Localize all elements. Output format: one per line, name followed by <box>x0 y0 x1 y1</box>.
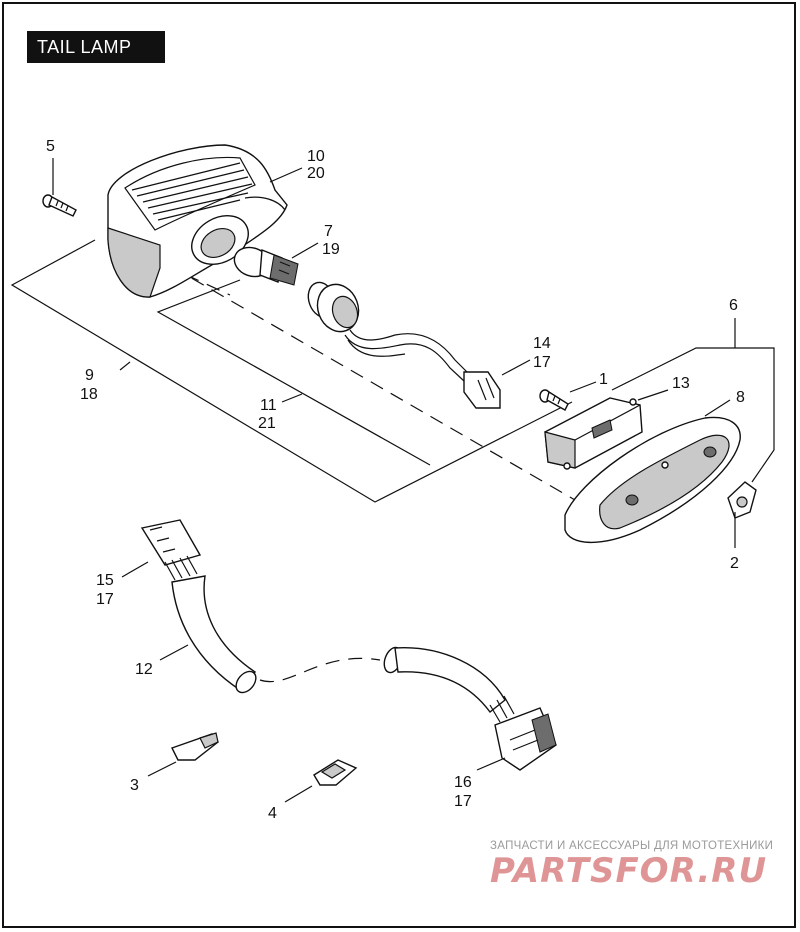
callout-19: 19 <box>322 241 340 258</box>
callout-15: 15 <box>96 572 114 589</box>
callout-2: 2 <box>730 555 739 572</box>
watermark-tagline: ЗАПЧАСТИ И АКСЕССУАРЫ ДЛЯ МОТОТЕХНИКИ <box>490 840 774 852</box>
screw-part-5 <box>42 194 77 217</box>
circuit-board-part-13 <box>544 397 643 470</box>
centerline <box>111 231 576 501</box>
callout-16: 16 <box>454 774 472 791</box>
callout-14-17: 17 <box>533 354 551 371</box>
callout-7: 7 <box>324 223 333 240</box>
nut-part-2 <box>727 481 757 519</box>
callout-14: 14 <box>533 335 551 352</box>
clip-part-4 <box>313 759 358 786</box>
group-bracket-9-18 <box>10 239 573 503</box>
lamp-housing-part-10 <box>107 144 288 298</box>
callout-1: 1 <box>599 371 608 388</box>
callout-21: 21 <box>258 415 276 432</box>
callout-10: 10 <box>307 148 325 165</box>
callout-9: 9 <box>85 367 94 384</box>
callout-6: 6 <box>729 297 738 314</box>
leader-lines <box>52 158 736 803</box>
lens-part-8 <box>564 416 741 544</box>
diagram-title-text: TAIL LAMP <box>37 36 132 57</box>
callout-15-17: 17 <box>96 591 114 608</box>
callout-20: 20 <box>307 165 325 182</box>
watermark-logo: PARTSFOR.RU <box>490 851 768 891</box>
callout-13: 13 <box>672 375 690 392</box>
group-bracket-11-21 <box>156 279 431 466</box>
bulb-part-7 <box>233 246 299 286</box>
callout-18: 18 <box>80 386 98 403</box>
harness-part-12 <box>140 519 557 771</box>
clip-part-3 <box>171 732 219 761</box>
screw-part-1 <box>539 389 569 411</box>
callout-3: 3 <box>130 777 139 794</box>
callout-11: 11 <box>260 397 277 414</box>
group-bracket-6 <box>611 318 775 483</box>
callout-4: 4 <box>268 805 277 822</box>
callout-12: 12 <box>135 661 153 678</box>
callout-16-17: 17 <box>454 793 472 810</box>
socket-harness <box>307 281 501 409</box>
callout-8: 8 <box>736 389 745 406</box>
diagram-title: TAIL LAMP <box>27 31 165 63</box>
callout-5: 5 <box>46 138 55 155</box>
